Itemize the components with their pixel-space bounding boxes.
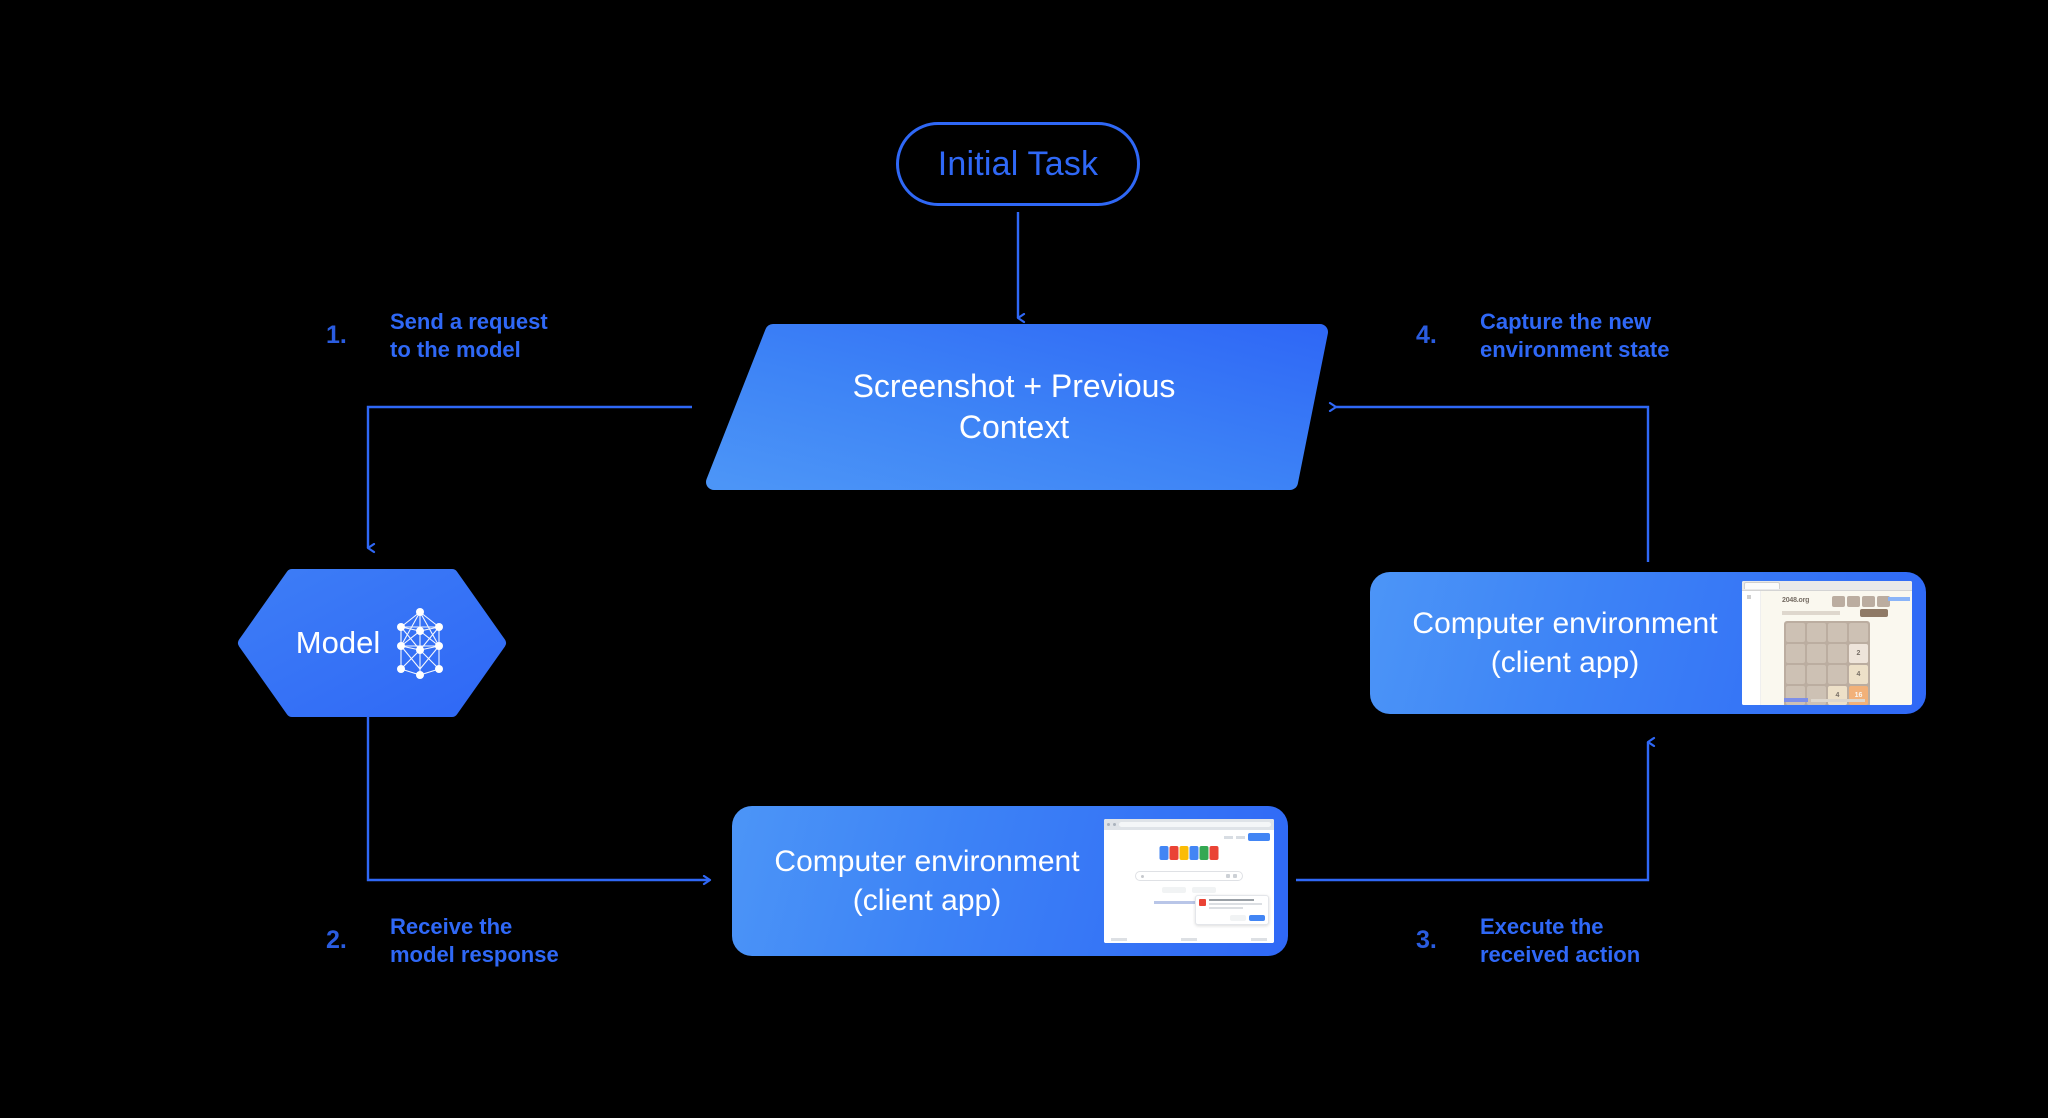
context-node-line2: Context <box>958 409 1070 445</box>
arrow-model-to-bottom-env <box>366 716 710 880</box>
google-logo-icon <box>1159 846 1219 860</box>
computer-environment-bottom-label: Computer environment (client app) <box>774 845 1080 917</box>
step-4: 4. Capture the new environment state <box>1416 308 1670 363</box>
step-1-text: Send a request to the model <box>390 309 548 362</box>
google-search-thumbnail <box>1104 819 1274 943</box>
2048-title: 2048.org <box>1782 597 1810 604</box>
context-node[interactable]: Screenshot + Previous Context <box>706 332 1322 482</box>
computer-environment-right[interactable]: Computer environment (client app) 2048.o… <box>1370 572 1926 714</box>
model-node[interactable]: Model <box>238 575 504 711</box>
2048-tile: 16 <box>1849 686 1868 705</box>
computer-environment-bottom[interactable]: Computer environment (client app) <box>732 806 1288 956</box>
step-1: 1. Send a request to the model <box>326 308 548 363</box>
arrow-right-env-to-context <box>1336 407 1650 562</box>
google-search-input <box>1135 871 1243 881</box>
context-node-shape <box>714 332 1320 482</box>
context-node-text: Screenshot + Previous Context <box>706 332 1322 482</box>
step-3-text: Execute the received action <box>1480 914 1641 967</box>
2048-tile: 2 <box>1849 644 1868 663</box>
step-4-number: 4. <box>1416 321 1437 349</box>
2048-game-thumbnail: 2048.org 2 <box>1742 581 1912 705</box>
google-dialog <box>1195 895 1269 925</box>
step-3: 3. Execute the received action <box>1416 913 1640 968</box>
2048-grid: 2 4 4 16 <box>1784 621 1870 705</box>
step-4-text: Capture the new environment state <box>1480 309 1670 362</box>
model-node-shape <box>238 569 506 717</box>
context-node-line1: Screenshot + Previous <box>852 368 1176 405</box>
step-2: 2. Receive the model response <box>326 913 559 968</box>
step-1-number: 1. <box>326 321 347 349</box>
arrow-bottom-env-to-right-env <box>1296 742 1648 882</box>
computer-environment-right-label: Computer environment (client app) <box>1412 607 1718 679</box>
initial-task-node[interactable]: Initial Task <box>896 122 1140 206</box>
step-3-number: 3. <box>1416 926 1437 954</box>
step-2-text: Receive the model response <box>390 914 559 967</box>
neural-network-icon <box>397 608 444 679</box>
initial-task-label: Initial Task <box>937 144 1099 183</box>
dialog-alert-icon <box>1199 899 1206 906</box>
2048-tile: 4 <box>1828 686 1847 705</box>
2048-tile: 4 <box>1849 665 1868 684</box>
arrow-context-to-model <box>366 405 692 548</box>
step-2-number: 2. <box>326 926 347 954</box>
model-node-label: Model <box>295 625 381 660</box>
